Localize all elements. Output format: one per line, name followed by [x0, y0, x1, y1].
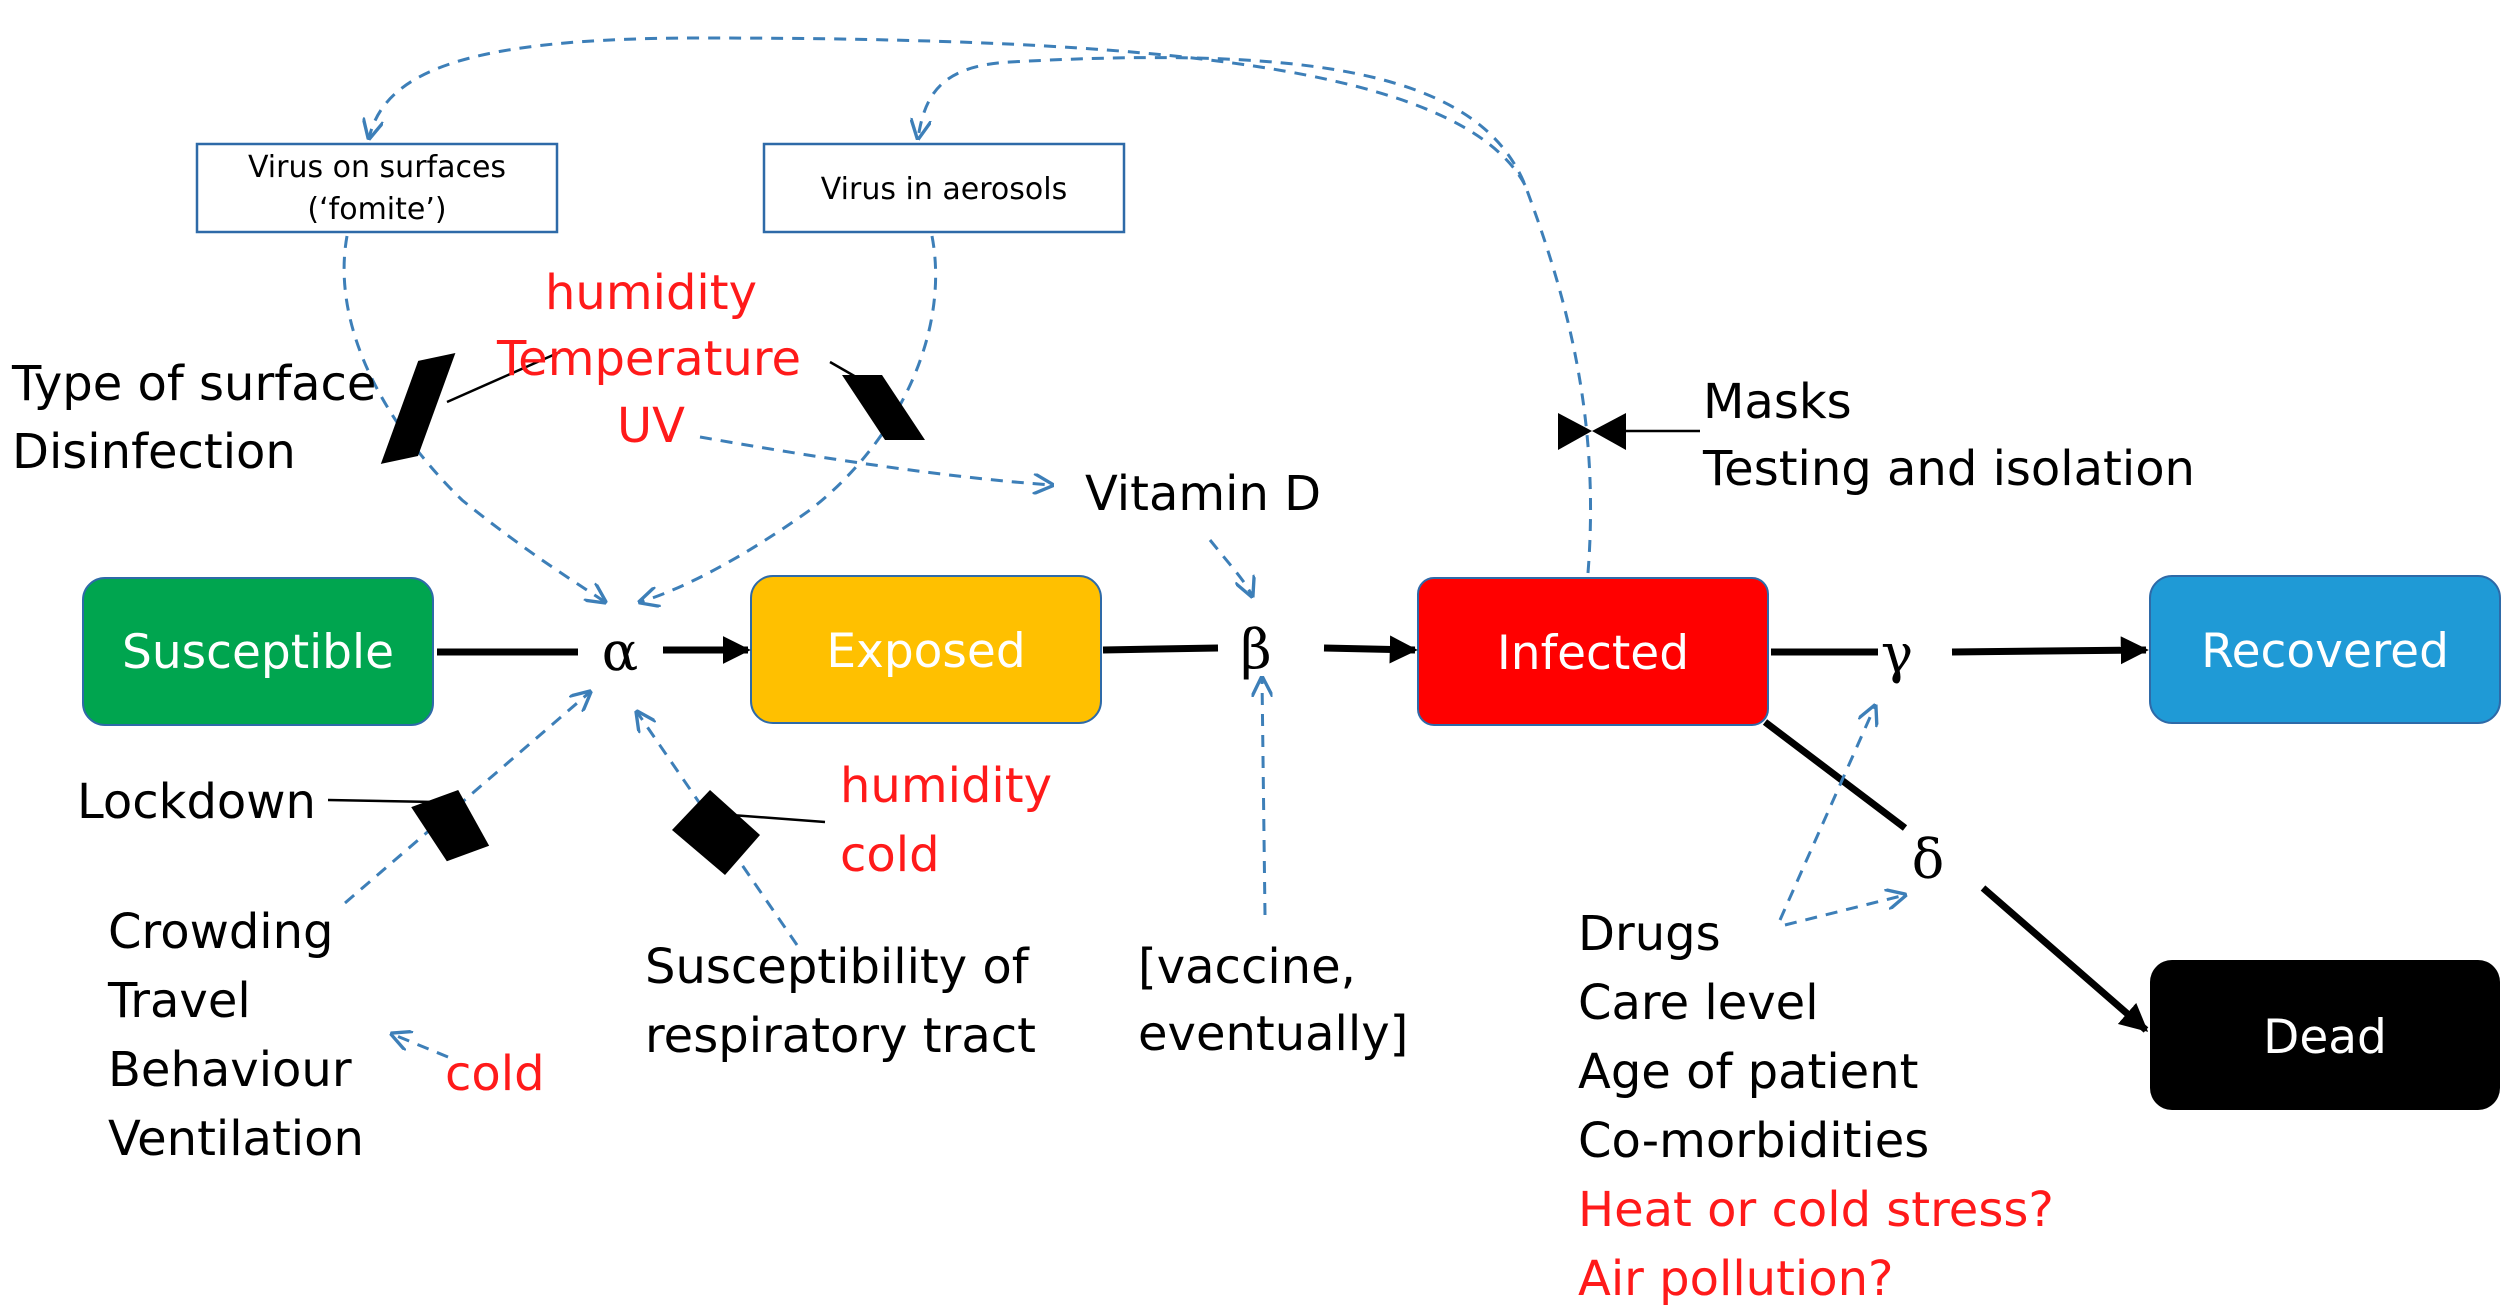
- aerosols-to-alpha-arrow: [640, 235, 938, 602]
- vaccine-label-line1: [vaccine,: [1138, 939, 1356, 995]
- susceptibility-label-line2: respiratory tract: [645, 1008, 1036, 1064]
- surface-factors: Type of surface Disinfection: [11, 356, 376, 480]
- cold-to-crowding-arrow: [392, 1034, 449, 1059]
- crowding-cold-label: cold: [445, 1046, 545, 1102]
- alpha-rate-symbol: α: [602, 620, 638, 683]
- infected-to-aerosols-arrow: [918, 56, 1593, 574]
- recovered-node: Recovered: [2149, 575, 2501, 724]
- surfaces-to-alpha-arrow: [342, 235, 605, 602]
- drugs-label: Drugs: [1578, 906, 1721, 962]
- vaccine-factors: [vaccine, eventually]: [1138, 939, 1408, 1062]
- infected-to-surfaces-arrow: [369, 36, 1527, 186]
- age-of-patient-label: Age of patient: [1578, 1044, 1918, 1100]
- susceptible-label: Susceptible: [122, 625, 394, 680]
- patient-factors: Drugs Care level Age of patient Co-morbi…: [1578, 906, 2054, 1307]
- surfaces-label-line2: (‘fomite’): [307, 192, 446, 227]
- masks-label: Masks: [1703, 374, 1852, 430]
- air-pollution-label: Air pollution?: [1578, 1251, 1894, 1307]
- uv-label: UV: [617, 398, 685, 454]
- lockdown-label: Lockdown: [77, 774, 316, 830]
- respiratory-valve: [672, 790, 826, 875]
- susceptibility-factors: Susceptibility of respiratory tract: [645, 939, 1036, 1064]
- beta-rate-symbol: β: [1240, 618, 1271, 681]
- surfaces-label-line1: Virus on surfaces: [248, 150, 506, 185]
- crowding-to-alpha-arrow: [344, 692, 590, 905]
- masks-factors: Masks Testing and isolation: [1702, 374, 2195, 497]
- susceptibility-to-alpha-arrow: [637, 712, 799, 946]
- recovered-label: Recovered: [2201, 624, 2449, 679]
- surface-valve: [380, 350, 561, 464]
- aerosol-valve: [829, 360, 925, 440]
- flow-beta-to-infected: [1323, 635, 1418, 664]
- vitamin-d-label: Vitamin D: [1085, 466, 1321, 522]
- respiratory-climate-factors: humidity cold: [840, 758, 1052, 883]
- care-level-label: Care level: [1578, 975, 1819, 1031]
- delta-rate-symbol: δ: [1912, 828, 1945, 891]
- lockdown-valve: [327, 790, 490, 862]
- masks-valve: [1558, 413, 1700, 450]
- dead-node: Dead: [2150, 960, 2500, 1110]
- susceptibility-label-line1: Susceptibility of: [645, 939, 1030, 995]
- virus-on-surfaces-box: Virus on surfaces (‘fomite’): [195, 142, 559, 234]
- flow-infected-to-delta: [1762, 719, 1908, 831]
- vaccine-label-line2: eventually]: [1138, 1006, 1408, 1062]
- ventilation-label: Ventilation: [108, 1111, 364, 1167]
- vaccine-to-beta-arrow: [1262, 678, 1265, 916]
- exposed-label: Exposed: [826, 624, 1025, 679]
- crowding-label: Crowding: [108, 904, 334, 960]
- patient-to-gamma-arrow: [1778, 706, 1875, 921]
- travel-label: Travel: [107, 973, 251, 1029]
- temperature-label: Temperature: [496, 331, 801, 387]
- type-of-surface-label: Type of surface: [11, 356, 376, 412]
- humidity-label: humidity: [545, 265, 757, 321]
- crowding-factors: Crowding Travel Behaviour Ventilation co…: [107, 904, 545, 1167]
- main-flows: [437, 635, 2149, 1033]
- heat-cold-stress-label: Heat or cold stress?: [1578, 1182, 2054, 1238]
- infected-node: Infected: [1417, 577, 1769, 726]
- aerosols-label: Virus in aerosols: [821, 172, 1067, 207]
- influence-arrows: [342, 36, 1905, 1059]
- virus-in-aerosols-box: Virus in aerosols: [762, 142, 1126, 234]
- dead-label: Dead: [2263, 1010, 2387, 1065]
- patient-to-delta-arrow: [1784, 895, 1905, 927]
- testing-isolation-label: Testing and isolation: [1702, 441, 2195, 497]
- vitamin-d-to-beta-arrow: [1208, 539, 1252, 596]
- resp-cold-label: cold: [840, 827, 940, 883]
- flow-gamma-to-recovered: [1951, 636, 2149, 665]
- uv-to-vitamin-d-arrow: [699, 435, 1052, 485]
- behaviour-label: Behaviour: [108, 1042, 352, 1098]
- flow-delta-to-dead: [1980, 885, 2149, 1033]
- environment-factors: humidity Temperature UV: [496, 265, 801, 454]
- gamma-rate-symbol: γ: [1881, 622, 1913, 685]
- co-morbidities-label: Co-morbidities: [1578, 1113, 1929, 1169]
- disinfection-label: Disinfection: [12, 424, 296, 480]
- resp-humidity-label: humidity: [840, 758, 1052, 814]
- exposed-node: Exposed: [750, 575, 1102, 724]
- infected-label: Infected: [1497, 626, 1689, 681]
- susceptible-node: Susceptible: [82, 577, 434, 726]
- flow-exposed-to-beta: [1102, 644, 1219, 654]
